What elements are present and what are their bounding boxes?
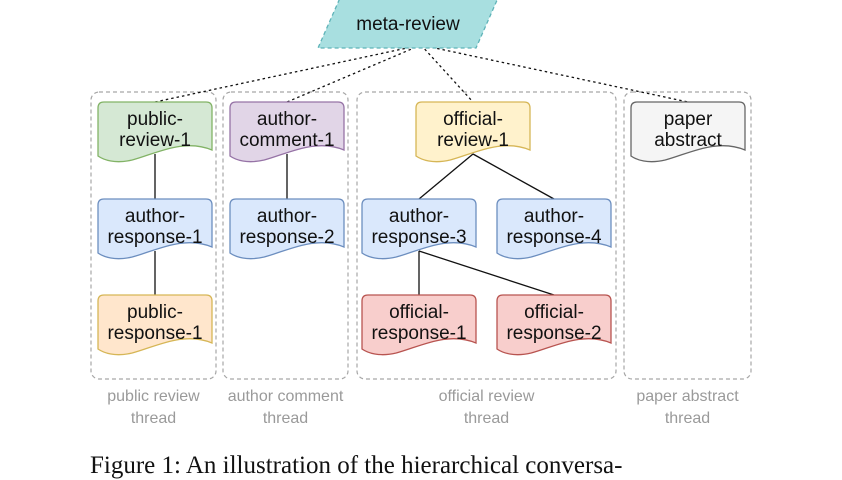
document-shape-or1 — [415, 101, 531, 163]
thread-group-layer — [90, 91, 752, 380]
node-label-ores1: official- — [389, 302, 449, 323]
node-pr1: public-review-1 — [97, 101, 213, 163]
document-shape-pres1 — [97, 294, 213, 356]
node-label-ar1: response-1 — [107, 227, 202, 248]
edge-meta-to-ac1 — [286, 44, 422, 103]
node-pres1: public-response-1 — [97, 294, 213, 356]
edge-layer — [154, 44, 689, 296]
edge-ar3-to-ores2 — [418, 250, 555, 296]
thread-box-public — [90, 91, 217, 380]
thread-label-paper: paper abstract — [636, 388, 739, 405]
meta-review-shape — [317, 0, 498, 49]
node-label-ar2: author- — [257, 206, 317, 227]
node-label-pa: abstract — [654, 130, 722, 151]
thread-label-public: thread — [131, 410, 176, 427]
thread-box-author — [222, 91, 349, 380]
node-label-ar3: author- — [389, 206, 449, 227]
node-label-ores1: response-1 — [371, 323, 466, 344]
node-label-ores2: official- — [524, 302, 584, 323]
node-ar4: author-response-4 — [496, 198, 612, 260]
document-shape-ac1 — [229, 101, 345, 163]
document-shape-ar4 — [496, 198, 612, 260]
edge-meta-to-or1 — [420, 44, 474, 103]
edge-meta-to-pr1 — [154, 44, 422, 103]
document-shape-ar2 — [229, 198, 345, 260]
node-label-pr1: public- — [127, 109, 183, 130]
node-label-pres1: public- — [127, 302, 183, 323]
node-label-meta-review: meta-review — [356, 14, 460, 35]
node-ores1: official-response-1 — [361, 294, 477, 356]
node-or1: official-review-1 — [415, 101, 531, 163]
thread-box-official — [356, 91, 617, 380]
node-label-ar4: author- — [524, 206, 584, 227]
figure-caption: Figure 1: An illustration of the hierarc… — [90, 452, 623, 479]
edge-meta-to-pa — [420, 44, 689, 103]
thread-label-paper: thread — [665, 410, 710, 427]
node-label-pa: paper — [664, 109, 713, 130]
node-ar3: author-response-3 — [361, 198, 477, 260]
thread-label-author: thread — [263, 410, 308, 427]
node-label-ar1: author- — [125, 206, 185, 227]
node-label-pr1: review-1 — [119, 130, 191, 151]
node-label-ar4: response-4 — [506, 227, 601, 248]
node-meta-review: meta-review — [317, 0, 498, 49]
edge-or1-to-ar3 — [418, 153, 474, 200]
document-shape-ores1 — [361, 294, 477, 356]
node-label-ar2: response-2 — [239, 227, 334, 248]
document-shape-ar3 — [361, 198, 477, 260]
document-shape-ores2 — [496, 294, 612, 356]
node-ar2: author-response-2 — [229, 198, 345, 260]
node-label-ac1: comment-1 — [239, 130, 334, 151]
node-ac1: author-comment-1 — [229, 101, 345, 163]
node-layer: meta-review public-review-1 author-respons… — [97, 0, 746, 356]
node-label-or1: official- — [443, 109, 503, 130]
document-shape-pa — [630, 101, 746, 163]
node-label-pres1: response-1 — [107, 323, 202, 344]
document-shape-pr1 — [97, 101, 213, 163]
thread-label-official: official review — [439, 388, 535, 405]
document-shape-ar1 — [97, 198, 213, 260]
thread-label-public: public review — [107, 388, 200, 405]
node-label-ac1: author- — [257, 109, 317, 130]
edge-or1-to-ar4 — [472, 153, 555, 200]
node-label-ores2: response-2 — [506, 323, 601, 344]
node-ores2: official-response-2 — [496, 294, 612, 356]
node-ar1: author-response-1 — [97, 198, 213, 260]
thread-label-author: author comment — [228, 388, 344, 405]
thread-label-layer: public review thread author comment thread o… — [107, 388, 739, 427]
thread-label-official: thread — [464, 410, 509, 427]
thread-box-paper — [623, 91, 752, 380]
node-label-or1: review-1 — [437, 130, 509, 151]
node-label-ar3: response-3 — [371, 227, 466, 248]
